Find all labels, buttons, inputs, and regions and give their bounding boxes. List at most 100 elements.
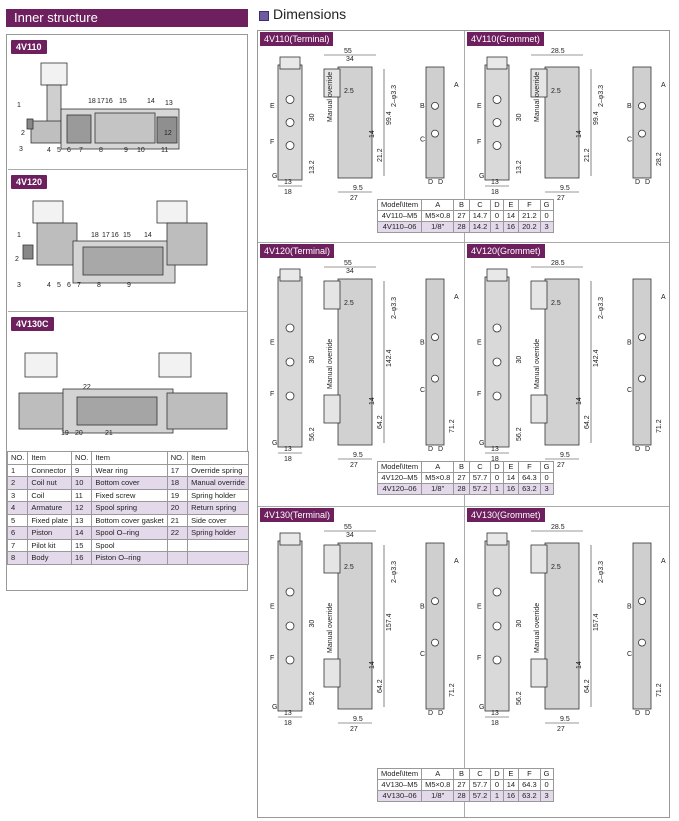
table-header: D [490, 199, 504, 211]
callout-12: 12 [164, 130, 172, 137]
port-letter: G [479, 440, 484, 447]
manual-override-label: Manual override [534, 72, 541, 122]
dimension-13: 13 [284, 179, 292, 186]
table-header: Model\Item [376, 461, 423, 473]
dimension-right: 71.2 [449, 683, 456, 697]
table-cell: 0 [539, 210, 554, 222]
port-letter: D [635, 710, 640, 717]
table-cell: 10 [71, 476, 93, 490]
port-circle [638, 101, 646, 110]
table-header: NO. [166, 451, 189, 465]
table-cell: 4V110–M5 [376, 210, 423, 222]
table-cell: M5×0.8 [421, 210, 455, 222]
callout-1: 1 [17, 102, 21, 109]
port-letter: B [420, 604, 425, 611]
dimension-30: 30 [516, 113, 523, 121]
dimension-hole: 2–φ3.3 [598, 561, 605, 583]
valve-side-view [337, 278, 373, 446]
dimension-18: 18 [284, 456, 292, 463]
cell-label: 4V120(Grommet) [467, 244, 545, 258]
table-cell: Body [27, 551, 73, 565]
table-cell: 4V130–06 [376, 790, 423, 802]
table-cell: M5×0.8 [421, 779, 455, 791]
manual-override-label: Manual override [327, 339, 334, 389]
table-cell [166, 551, 189, 565]
callout-8: 8 [97, 282, 101, 289]
table-cell: 4 [6, 501, 29, 515]
table-header: B [453, 461, 470, 473]
port-circle [492, 621, 502, 631]
callout-9: 9 [124, 147, 128, 154]
coil-front-view [486, 56, 508, 70]
table-header: Item [91, 451, 168, 465]
port-letter: D [438, 710, 443, 717]
callout-6: 6 [67, 282, 71, 289]
dimension-27: 27 [350, 195, 358, 202]
port-letter: B [627, 604, 632, 611]
port-letter: C [627, 387, 632, 394]
port-letter: A [661, 558, 666, 565]
port-letter: D [438, 179, 443, 186]
dimension-27: 27 [557, 195, 565, 202]
port-circle [492, 587, 502, 597]
port-letter: A [454, 294, 459, 301]
table-cell: 0 [490, 472, 504, 484]
table-header: Model\Item [376, 199, 423, 211]
table-cell: Override spring [187, 463, 249, 477]
manual-override-label: Manual override [327, 603, 334, 653]
table-cell: 14 [502, 779, 520, 791]
table-cell [187, 551, 249, 565]
port-letter: D [428, 710, 433, 717]
port-letter: D [428, 446, 433, 453]
table-cell: 3 [539, 483, 554, 495]
table-header-row: NO. Item NO. Item NO. Item [6, 451, 249, 465]
dimension-2-5: 2.5 [551, 300, 561, 307]
dimension-13: 13 [491, 446, 499, 453]
coil-front-view [279, 532, 301, 546]
port-letter: E [270, 103, 275, 110]
callout-7: 7 [77, 282, 81, 289]
callout-17: 17 [102, 232, 110, 239]
port-letter: D [635, 179, 640, 186]
callout-8: 8 [99, 147, 103, 154]
coil-front-view [486, 268, 508, 282]
table-cell: 4V120–06 [376, 483, 423, 495]
table-header: G [539, 768, 554, 780]
table-cell: Manual override [187, 476, 249, 490]
port-letter: A [661, 294, 666, 301]
table-cell: Spool spring [91, 501, 168, 515]
coil-side-view [323, 394, 341, 424]
port-circle [492, 357, 502, 367]
cell-label: 4V130(Grommet) [467, 508, 545, 522]
table-header: F [518, 768, 541, 780]
table-cell: 14 [502, 472, 520, 484]
table-cell: 15 [71, 538, 93, 552]
table-cell: Fixed screw [91, 488, 168, 502]
column-divider [464, 31, 465, 817]
port-circle [638, 129, 646, 138]
table-cell: 18 [166, 476, 189, 490]
table-cell [166, 538, 189, 552]
port-letter: A [661, 82, 666, 89]
port-circle [638, 333, 646, 341]
dimension-right: 71.2 [449, 419, 456, 433]
valve-side-view [337, 66, 373, 179]
dimension-14: 14 [369, 130, 376, 138]
port-letter: F [270, 139, 274, 146]
dimension-length: 142.4 [593, 349, 600, 367]
table-cell: 27 [453, 472, 470, 484]
table-cell: 6 [6, 526, 29, 540]
table-cell: 27 [453, 210, 470, 222]
dimension-length: 157.4 [386, 613, 393, 631]
port-letter: C [420, 387, 425, 394]
dimensions-panel [257, 30, 670, 818]
cell-label: 4V130(Terminal) [260, 508, 335, 522]
